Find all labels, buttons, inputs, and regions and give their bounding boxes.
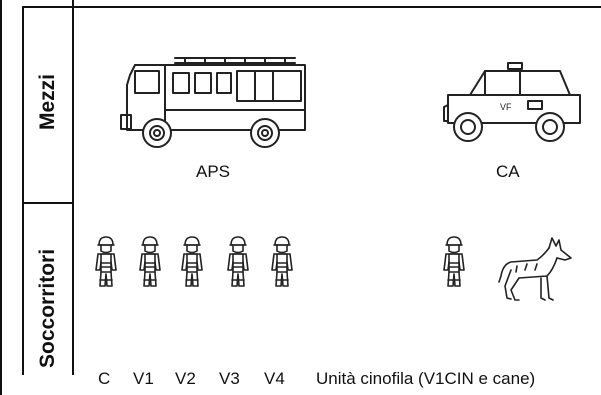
vehicle-label-ca: CA <box>496 162 520 181</box>
firefighter-icon <box>271 236 293 287</box>
rescuer-label-v4: V4 <box>264 369 285 388</box>
firefighter-icon <box>443 236 465 287</box>
row-label-rescuers: Soccorritori <box>36 248 59 368</box>
rescuer-label-v2: V2 <box>175 369 196 388</box>
label-column-left-edge <box>22 6 24 375</box>
dog-unit-label: Unità cinofila (V1CIN e cane) <box>316 369 536 388</box>
rescuer-label-v1: V1 <box>133 369 154 388</box>
vehicle-label-aps: APS <box>196 162 231 181</box>
rescuer-label-c: C <box>98 369 111 388</box>
fire-truck-icon <box>120 57 306 148</box>
firefighter-icon <box>181 236 203 287</box>
firefighter-icon <box>139 236 161 287</box>
label-column-border <box>72 0 74 375</box>
dog-icon <box>498 237 572 301</box>
jeep-door-text: VF <box>500 102 512 112</box>
row-label-vehicles: Mezzi <box>36 73 59 130</box>
top-border <box>22 6 601 8</box>
firefighter-icon <box>227 236 249 287</box>
firefighter-icon <box>95 236 117 287</box>
jeep-icon: VF <box>443 62 581 142</box>
rescuer-label-v3: V3 <box>219 369 240 388</box>
outer-left-border <box>0 0 2 395</box>
row-separator <box>22 202 74 204</box>
